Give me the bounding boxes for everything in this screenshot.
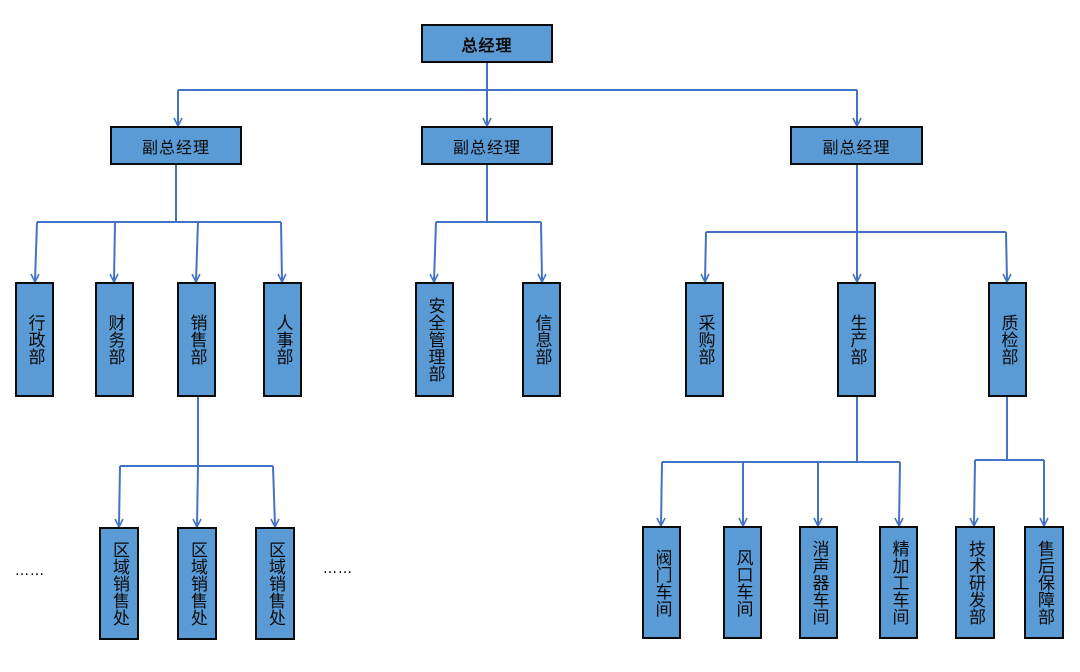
connector-sales-bus [120,396,273,467]
connector-vp2-bus [436,164,541,223]
dept-finance-box: 财务部 [95,282,134,397]
connector-production-bus [662,396,900,463]
vp-label: 副总经理 [822,137,891,157]
connector-purchasing [705,231,706,281]
connector-vp1-bus [37,164,281,223]
connector-safety [434,221,436,281]
sales-region-box-2: 区域销售处 [177,527,217,640]
dept-sales-box: 销售部 [177,282,216,397]
connector-top-bus [178,62,857,91]
connector-sales [196,221,198,281]
dept-sales-label: 销售部 [186,314,207,365]
connector-admin [35,221,37,281]
workshop-muffler-label: 消声器车间 [808,540,829,625]
sales-region-label: 区域销售处 [265,541,285,626]
connector-quality-bus [975,396,1044,461]
ellipsis-right: …… [323,561,353,577]
dept-finance-label: 财务部 [104,314,125,365]
unit-tech-rd-box: 技术研发部 [955,526,995,639]
vp-label: 副总经理 [452,137,521,157]
dept-safety-box: 安全管理部 [415,282,454,397]
connector-info [541,221,542,281]
dept-safety-label: 安全管理部 [424,297,445,382]
sales-region-box-1: 区域销售处 [99,527,139,640]
general-manager-label: 总经理 [461,35,513,55]
connector-region2 [197,465,198,526]
connector-vp3-bus [706,164,1006,233]
dept-production-box: 生产部 [837,282,876,397]
connector-valve [661,461,662,525]
sales-region-box-3: 区域销售处 [255,527,295,640]
vp-label: 副总经理 [141,137,210,157]
sales-region-label: 区域销售处 [187,541,207,626]
connector-hr [281,221,282,281]
connector-region1 [119,465,120,526]
connector-quality [1006,231,1007,281]
workshop-finishing-box: 精加工车间 [879,526,918,639]
dept-quality-label: 质检部 [997,314,1018,365]
connector-finance [114,221,115,281]
vp-box-1: 副总经理 [110,126,242,165]
unit-after-sales-label: 售后保障部 [1034,540,1054,625]
dept-info-box: 信息部 [522,282,561,397]
dept-hr-box: 人事部 [263,282,302,397]
workshop-air-inlet-box: 风口车间 [723,526,762,639]
dept-hr-label: 人事部 [272,314,293,365]
unit-after-sales-box: 售后保障部 [1024,526,1064,639]
dept-admin-box: 行政部 [15,282,54,397]
ellipsis-left: …… [15,563,45,579]
connector-finishing [899,461,900,525]
dept-purchasing-box: 采购部 [685,282,724,397]
sales-region-label: 区域销售处 [109,541,129,626]
dept-purchasing-label: 采购部 [694,314,715,365]
vp-box-3: 副总经理 [790,126,923,165]
dept-quality-box: 质检部 [988,282,1027,397]
connector-tech-rd [974,459,975,525]
workshop-valve-label: 阀门车间 [651,548,672,617]
workshop-finishing-label: 精加工车间 [888,540,909,625]
vp-box-2: 副总经理 [421,126,553,165]
dept-admin-label: 行政部 [24,314,45,365]
dept-production-label: 生产部 [846,314,867,365]
general-manager-box: 总经理 [421,24,553,63]
dept-info-label: 信息部 [531,314,552,365]
connector-region3 [273,465,275,526]
workshop-valve-box: 阀门车间 [642,526,681,639]
unit-tech-rd-label: 技术研发部 [965,540,985,625]
workshop-muffler-box: 消声器车间 [799,526,838,639]
workshop-air-inlet-label: 风口车间 [732,548,753,617]
